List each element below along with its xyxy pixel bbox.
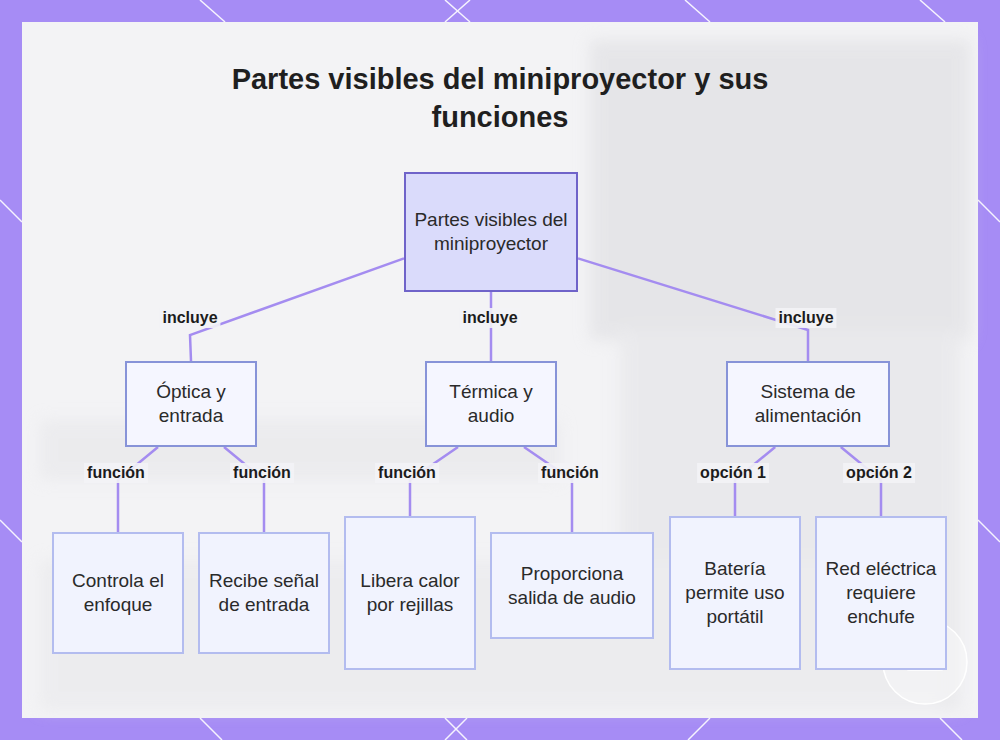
connector-line: [578, 258, 808, 361]
node-text: Térmica y audio: [435, 380, 547, 428]
node-text: Óptica y entrada: [135, 380, 247, 428]
connector-line: [524, 447, 572, 532]
function-box: Proporciona salida de audio: [490, 532, 654, 639]
category-box: Sistema de alimentación: [726, 361, 890, 447]
node-text: Proporciona salida de audio: [500, 562, 644, 610]
diagram-title: Partes visibles del miniproyector y sus …: [200, 60, 800, 136]
connector-line: [118, 447, 158, 532]
edge-label: función: [375, 463, 439, 483]
edge-label: incluye: [459, 308, 520, 328]
node-text: Red eléctrica requiere enchufe: [825, 557, 937, 629]
node-text: Batería permite uso portátil: [679, 557, 791, 629]
connector-line: [224, 447, 264, 532]
connector-line: [190, 258, 404, 361]
node-text: Sistema de alimentación: [736, 380, 880, 428]
node-text: Controla el enfoque: [62, 569, 174, 617]
function-box: Libera calor por rejillas: [344, 516, 476, 670]
node-text: Partes visibles del miniproyector: [414, 208, 568, 256]
function-box: Batería permite uso portátil: [669, 516, 801, 670]
function-box: Red eléctrica requiere enchufe: [815, 516, 947, 670]
edge-label: función: [230, 463, 294, 483]
function-box: Recibe señal de entrada: [198, 532, 330, 654]
edge-label: función: [538, 463, 602, 483]
node-text: Libera calor por rejillas: [354, 569, 466, 617]
category-box: Óptica y entrada: [125, 361, 257, 447]
function-box: Controla el enfoque: [52, 532, 184, 654]
root-box: Partes visibles del miniproyector: [404, 172, 578, 292]
edge-label: incluye: [775, 308, 836, 328]
edge-label: opción 1: [697, 463, 769, 483]
category-box: Térmica y audio: [425, 361, 557, 447]
edge-label: función: [84, 463, 148, 483]
node-text: Recibe señal de entrada: [208, 569, 320, 617]
edge-label: opción 2: [843, 463, 915, 483]
edge-label: incluye: [159, 308, 220, 328]
